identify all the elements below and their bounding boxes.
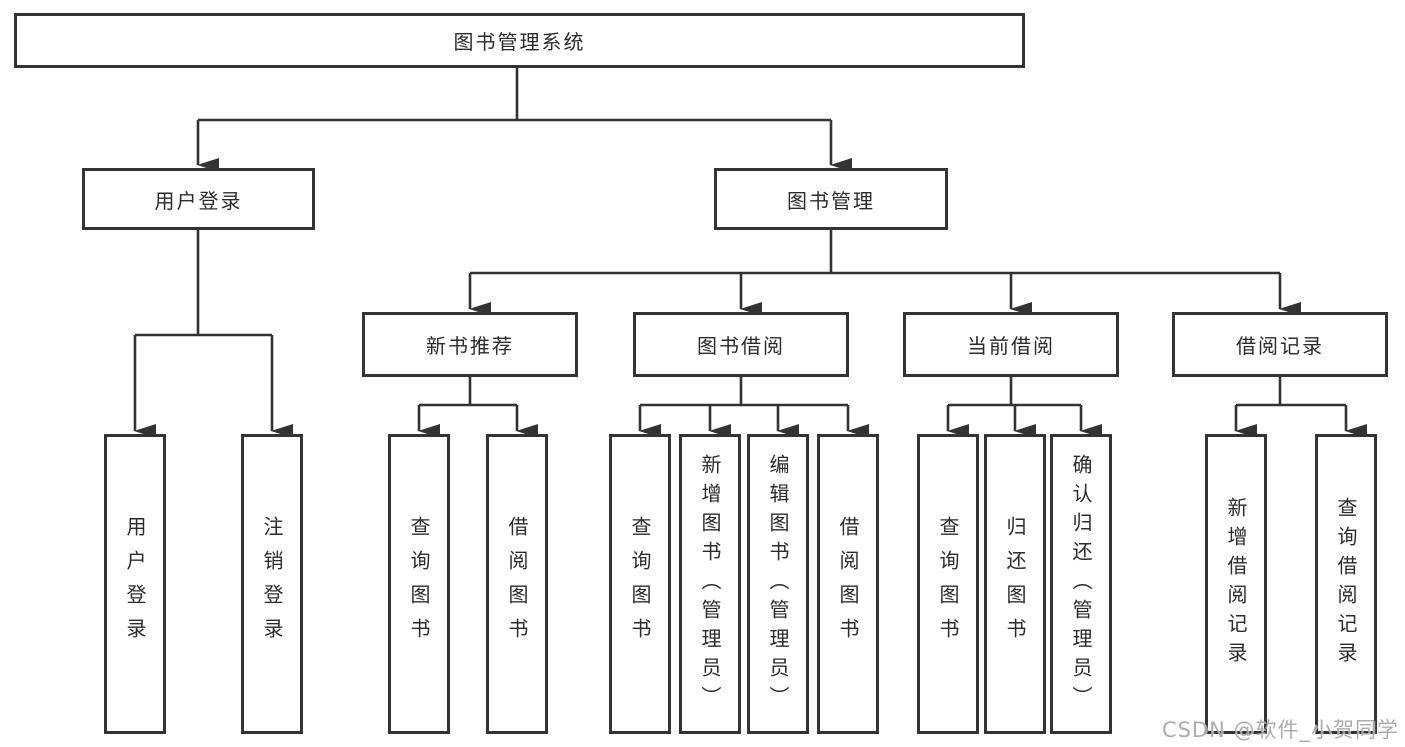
node-label: 图书管理系统 [453,30,586,54]
node-leaf-query-books: 查询图书 [917,434,979,734]
node-library-management-system: 图书管理系统 [14,13,1025,68]
node-leaf-return-books: 归还图书 [984,434,1046,734]
node-label: 查询图书 [628,516,652,652]
node-label: 图书借阅 [697,334,785,358]
node-borrowing-records: 借阅记录 [1172,312,1388,377]
node-label: 查询借阅记录 [1334,497,1358,671]
node-leaf-user-login: 用户登录 [104,434,166,734]
node-label: 归还图书 [1003,516,1027,652]
node-label: 编辑图书（管理员） [766,453,790,715]
node-label: 新书推荐 [426,334,514,358]
node-book-borrowing: 图书借阅 [633,312,849,377]
node-leaf-logout: 注销登录 [241,434,303,734]
node-label: 注销登录 [260,516,284,652]
node-label: 用户登录 [154,188,243,213]
node-label: 图书管理 [787,188,875,213]
csdn-watermark: CSDN @软件_小贺同学 [1161,718,1399,742]
node-leaf-query-borrow-record: 查询借阅记录 [1315,434,1377,734]
node-label: 新增图书（管理员） [698,453,722,715]
node-label: 当前借阅 [967,334,1055,358]
node-book-management-branch: 图书管理 [714,168,948,230]
node-leaf-query-books: 查询图书 [388,434,450,734]
node-label: 借阅图书 [836,516,860,652]
node-leaf-query-books: 查询图书 [609,434,671,734]
node-label: 查询图书 [407,516,431,652]
node-label: 用户登录 [123,516,147,652]
node-new-book-recommendation: 新书推荐 [362,312,578,377]
node-label: 借阅图书 [505,516,529,652]
node-label: 借阅记录 [1236,334,1324,358]
node-label: 确认归还（管理员） [1069,453,1093,715]
node-leaf-borrow-books: 借阅图书 [486,434,548,734]
node-leaf-confirm-return-admin: 确认归还（管理员） [1050,434,1112,734]
node-leaf-add-borrow-record: 新增借阅记录 [1205,434,1267,734]
node-current-borrowing: 当前借阅 [903,312,1119,377]
node-user-login-branch: 用户登录 [82,168,315,230]
node-label: 查询图书 [936,516,960,652]
node-label: 新增借阅记录 [1224,497,1248,671]
node-leaf-edit-books-admin: 编辑图书（管理员） [747,434,809,734]
node-leaf-borrow-books: 借阅图书 [817,434,879,734]
node-leaf-add-books-admin: 新增图书（管理员） [679,434,741,734]
